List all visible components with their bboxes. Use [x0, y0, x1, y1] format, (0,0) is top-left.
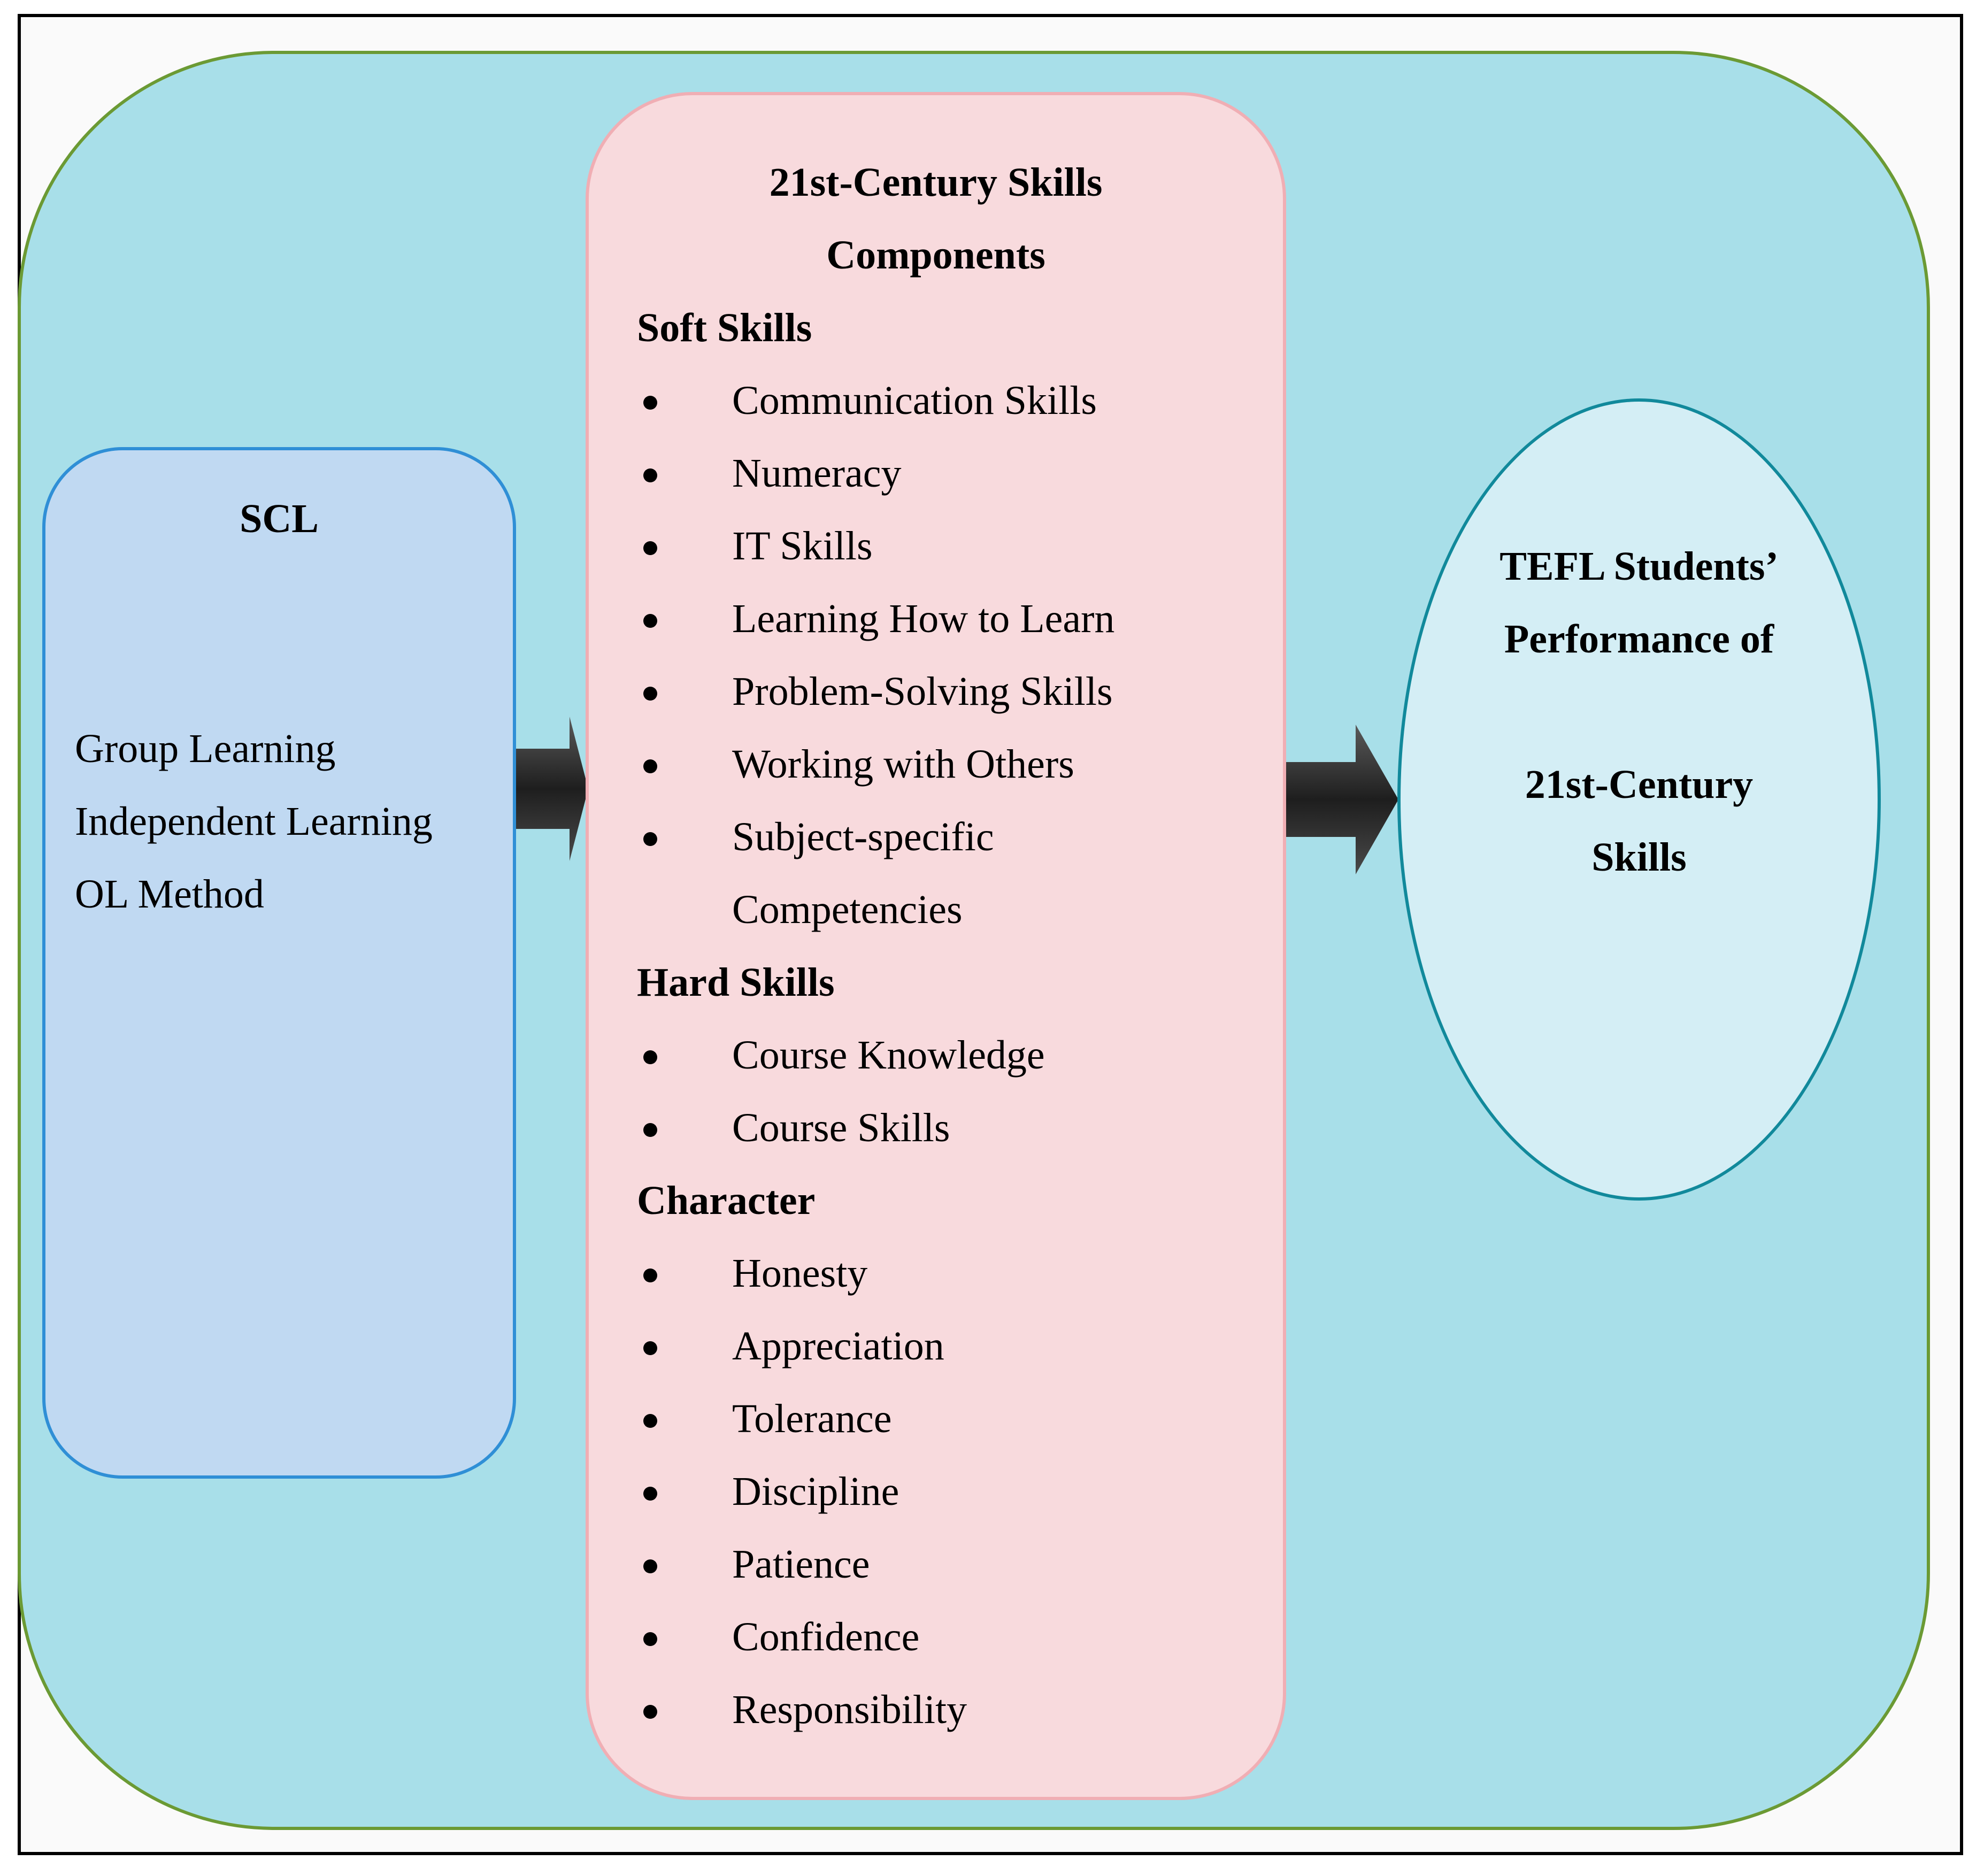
- arrow-right-icon: [516, 717, 588, 861]
- tefl-text: TEFL Students’ Performance of 21st-Centu…: [1401, 530, 1878, 894]
- soft-skills-heading: Soft Skills: [637, 305, 812, 350]
- bullet-icon: [643, 396, 657, 410]
- skills-title-line: 21st-Century Skills: [769, 160, 1103, 205]
- skills-components-title: 21st-Century Skills Components: [589, 146, 1283, 291]
- bullet-icon: [643, 1559, 657, 1573]
- skills-components-box: 21st-Century Skills Components Soft Skil…: [586, 92, 1286, 1800]
- list-item: Learning How to Learn: [637, 582, 1213, 655]
- bullet-icon: [643, 1123, 657, 1137]
- bullet-icon: [643, 1341, 657, 1355]
- scl-box: SCL Group Learning Independent Learning …: [42, 447, 516, 1479]
- list-item: Responsibility: [637, 1673, 1213, 1746]
- bullet-icon: [643, 1414, 657, 1428]
- hard-skills-heading: Hard Skills: [637, 960, 835, 1005]
- bullet-icon: [643, 1632, 657, 1646]
- bullet-icon: [643, 541, 657, 555]
- character-heading: Character: [637, 1178, 816, 1223]
- bullet-icon: [643, 1487, 657, 1501]
- arrow-right-icon: [1286, 725, 1398, 874]
- list-item: Course Knowledge: [637, 1019, 1213, 1091]
- list-item: Honesty: [637, 1237, 1213, 1310]
- bullet-icon: [643, 1268, 657, 1282]
- skills-title-line: Components: [826, 233, 1045, 278]
- list-item: Confidence: [637, 1601, 1213, 1673]
- list-item: IT Skills: [637, 510, 1213, 582]
- skills-list: Soft Skills Communication Skills Numerac…: [637, 291, 1213, 1746]
- list-item: Subject-specific Competencies: [637, 801, 1213, 946]
- bullet-icon: [643, 468, 657, 482]
- list-item: Working with Others: [637, 728, 1213, 801]
- list-item: Communication Skills: [637, 364, 1213, 437]
- list-item: Tolerance: [637, 1382, 1213, 1455]
- list-item: Course Skills: [637, 1091, 1213, 1164]
- tefl-line: Skills: [1591, 835, 1687, 880]
- scl-title: SCL: [240, 496, 319, 541]
- tefl-line: Performance of: [1504, 617, 1774, 662]
- bullet-icon: [643, 1050, 657, 1064]
- spacer: [1401, 675, 1878, 748]
- bullet-icon: [643, 832, 657, 846]
- bullet-icon: [643, 687, 657, 701]
- list-item: Appreciation: [637, 1310, 1213, 1382]
- scl-item-list: Group Learning Independent Learning OL M…: [75, 712, 433, 931]
- list-item: Discipline: [637, 1455, 1213, 1528]
- list-item: Problem-Solving Skills: [637, 655, 1213, 728]
- list-item: Numeracy: [637, 437, 1213, 510]
- scl-item: OL Method: [75, 872, 264, 917]
- tefl-line: 21st-Century: [1525, 762, 1754, 807]
- bullet-icon: [643, 759, 657, 773]
- bullet-icon: [643, 1705, 657, 1719]
- tefl-performance-ellipse: TEFL Students’ Performance of 21st-Centu…: [1397, 398, 1881, 1201]
- bullet-icon: [643, 614, 657, 628]
- scl-item: Independent Learning: [75, 799, 433, 844]
- scl-item: Group Learning: [75, 726, 336, 771]
- tefl-line: TEFL Students’: [1499, 544, 1779, 589]
- list-item: Patience: [637, 1528, 1213, 1601]
